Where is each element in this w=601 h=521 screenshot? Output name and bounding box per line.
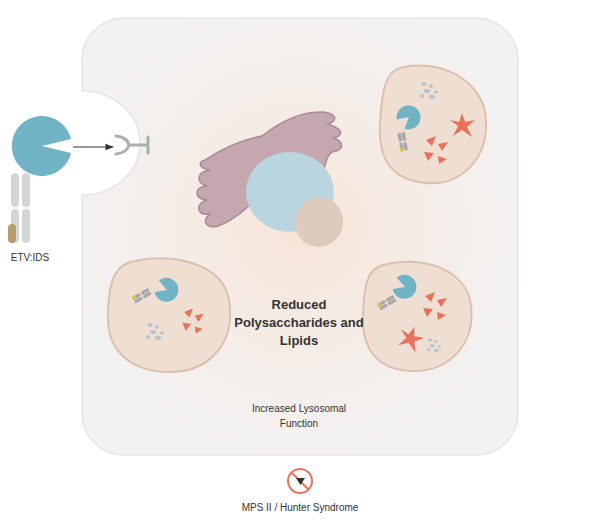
- no-symbol: [288, 469, 312, 493]
- lysosome: [363, 262, 472, 371]
- antibody-arm: [22, 173, 30, 207]
- disease-label: MPS II / Hunter Syndrome: [242, 502, 359, 513]
- cell-membrane: [82, 18, 518, 455]
- result-heading: Reduced Polysaccharides and Lipids: [234, 296, 364, 350]
- binding-arrow: [73, 146, 113, 147]
- lysosome: [380, 66, 486, 184]
- molecule-label: ETV:IDS: [11, 252, 50, 263]
- lysosome: [108, 258, 230, 372]
- etv-ids-molecule: [8, 116, 71, 243]
- vesicle: [288, 190, 350, 253]
- antibody-arm: [11, 173, 19, 207]
- no-slash: [292, 473, 308, 489]
- mps-icon: [288, 469, 312, 493]
- receptor: [116, 136, 148, 154]
- ids-enzyme: [12, 116, 71, 176]
- cell: Reduced Polysaccharides and LipidsIncrea…: [82, 18, 518, 455]
- result-note: Increased Lysosomal Function: [249, 401, 349, 431]
- cell-interior: [82, 18, 518, 455]
- antibody-arm: [22, 209, 30, 243]
- icon-triangle: [296, 478, 305, 485]
- transport-vehicle: [8, 224, 16, 243]
